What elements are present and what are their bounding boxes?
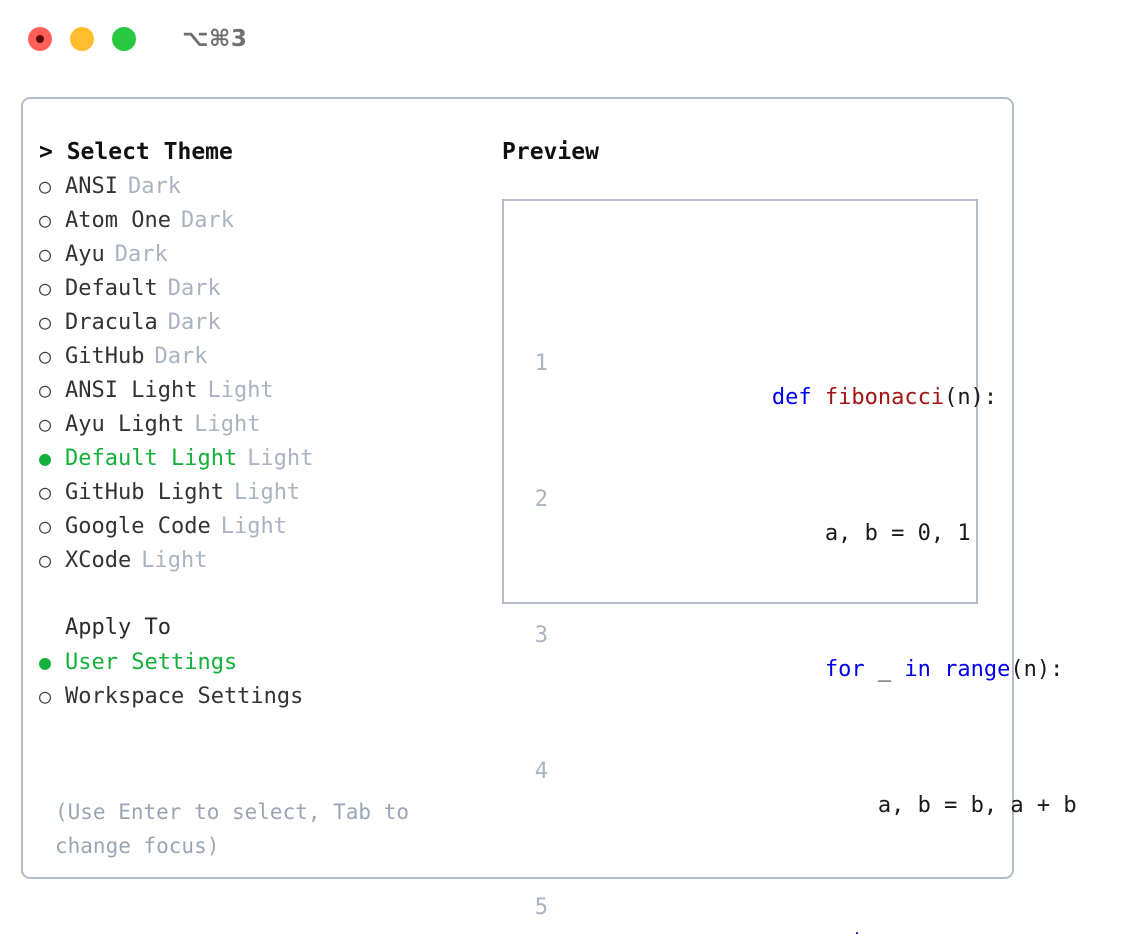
keyboard-hint-text: (Use Enter to select, Tab to change focu… bbox=[55, 800, 422, 858]
code-token: return bbox=[825, 929, 904, 934]
line-number: 1 bbox=[534, 351, 548, 376]
theme-tag: Light bbox=[247, 446, 314, 471]
theme-name: XCode bbox=[65, 548, 132, 573]
list-spacer bbox=[39, 577, 489, 611]
theme-tag: Dark bbox=[167, 276, 221, 301]
radio-icon[interactable]: ○ bbox=[39, 480, 52, 504]
apply-to-label: User Settings bbox=[65, 650, 238, 675]
code-token: in bbox=[904, 657, 931, 682]
preview-panel: Preview 1 def fibonacci(n): 2 bbox=[502, 135, 1077, 934]
code-token: for bbox=[824, 657, 865, 682]
code-row: 3 for _ in range(n): bbox=[522, 619, 1077, 682]
title-bar: ⌥⌘3 bbox=[0, 0, 1140, 78]
code-row: 1 def fibonacci(n): bbox=[522, 347, 1077, 410]
radio-icon[interactable]: ○ bbox=[39, 684, 52, 708]
close-window-icon[interactable] bbox=[28, 27, 52, 51]
code-token bbox=[931, 657, 944, 682]
theme-list[interactable]: ○ ANSI Dark ○ Atom One Dark ○ Ayu Dark bbox=[39, 169, 489, 577]
radio-icon[interactable]: ○ bbox=[39, 548, 52, 572]
traffic-lights bbox=[28, 27, 136, 51]
radio-icon[interactable]: ○ bbox=[39, 514, 52, 538]
theme-option-default[interactable]: ○ Default Dark bbox=[39, 271, 489, 305]
theme-selector: > Select Theme ○ ANSI Dark ○ Atom One Da… bbox=[39, 135, 489, 858]
theme-option-xcode[interactable]: ○ XCode Light bbox=[39, 543, 489, 577]
theme-option-github[interactable]: ○ GitHub Dark bbox=[39, 339, 489, 373]
preview-box: 1 def fibonacci(n): 2 a, b = 0, 1 bbox=[502, 199, 1077, 934]
theme-option-atom-one[interactable]: ○ Atom One Dark bbox=[39, 203, 489, 237]
theme-tag: Light bbox=[194, 412, 261, 437]
theme-name: Dracula bbox=[65, 310, 158, 335]
theme-name: Ayu bbox=[65, 242, 105, 267]
code-token: a, b = b, a + b bbox=[771, 793, 1077, 818]
main-panel: > Select Theme ○ ANSI Dark ○ Atom One Da… bbox=[21, 97, 1077, 934]
preview-header: Preview bbox=[502, 139, 599, 165]
theme-name: Default bbox=[65, 276, 158, 301]
code-token: fibonacci bbox=[824, 385, 945, 410]
code-token: _ bbox=[864, 657, 905, 682]
radio-icon[interactable]: ○ bbox=[39, 378, 52, 402]
radio-icon[interactable]: ○ bbox=[39, 310, 52, 334]
maximize-window-icon[interactable] bbox=[112, 27, 136, 51]
theme-tag: Dark bbox=[180, 208, 234, 233]
apply-to-label: Workspace Settings bbox=[65, 684, 304, 709]
theme-tag: Light bbox=[141, 548, 208, 573]
code-token: (n): bbox=[944, 385, 998, 410]
line-number: 3 bbox=[534, 623, 548, 648]
theme-option-ansi[interactable]: ○ ANSI Dark bbox=[39, 169, 489, 203]
code-token: a, b = 0, 1 bbox=[771, 521, 971, 546]
theme-name: Google Code bbox=[65, 514, 211, 539]
line-number: 4 bbox=[534, 759, 548, 784]
minimize-window-icon[interactable] bbox=[70, 27, 94, 51]
theme-tag: Light bbox=[207, 378, 274, 403]
code-row: 4 a, b = b, a + b bbox=[522, 755, 1077, 818]
radio-icon[interactable]: ○ bbox=[39, 174, 52, 198]
theme-option-ayu[interactable]: ○ Ayu Dark bbox=[39, 237, 489, 271]
radio-icon[interactable]: ○ bbox=[39, 412, 52, 436]
theme-name: GitHub Light bbox=[65, 480, 224, 505]
code-token bbox=[772, 929, 825, 934]
keyboard-shortcut-label: ⌥⌘3 bbox=[182, 26, 248, 52]
code-token: range bbox=[944, 657, 1011, 682]
line-number: 5 bbox=[534, 895, 548, 920]
theme-option-github-light[interactable]: ○ GitHub Light Light bbox=[39, 475, 489, 509]
theme-name: Atom One bbox=[65, 208, 171, 233]
select-theme-header: > Select Theme bbox=[39, 139, 233, 165]
theme-option-dracula[interactable]: ○ Dracula Dark bbox=[39, 305, 489, 339]
theme-name: Default Light bbox=[65, 446, 238, 471]
theme-name: Ayu Light bbox=[65, 412, 185, 437]
radio-icon[interactable]: ○ bbox=[39, 242, 52, 266]
apply-to-option-workspace-settings[interactable]: ○ Workspace Settings bbox=[39, 679, 489, 713]
code-token bbox=[772, 657, 825, 682]
code-row: 5 return a bbox=[522, 891, 1077, 934]
apply-to-header: Apply To bbox=[65, 615, 171, 640]
theme-name: GitHub bbox=[65, 344, 145, 369]
theme-name: ANSI bbox=[65, 174, 118, 199]
radio-selected-icon[interactable]: ● bbox=[39, 446, 52, 470]
radio-icon[interactable]: ○ bbox=[39, 208, 52, 232]
line-number: 2 bbox=[534, 487, 548, 512]
apply-to-list[interactable]: ● User Settings ○ Workspace Settings bbox=[39, 645, 489, 713]
apply-to-option-user-settings[interactable]: ● User Settings bbox=[39, 645, 489, 679]
theme-tag: Light bbox=[220, 514, 287, 539]
code-token: def bbox=[771, 385, 825, 410]
code-token: (n): bbox=[1010, 657, 1064, 682]
theme-option-ansi-light[interactable]: ○ ANSI Light Light bbox=[39, 373, 489, 407]
theme-tag: Dark bbox=[114, 242, 168, 267]
theme-tag: Dark bbox=[127, 174, 181, 199]
radio-icon[interactable]: ○ bbox=[39, 344, 52, 368]
theme-tag: Dark bbox=[154, 344, 208, 369]
theme-option-default-light[interactable]: ● Default Light Light bbox=[39, 441, 489, 475]
code-sample: 1 def fibonacci(n): 2 a, b = 0, 1 bbox=[522, 245, 1077, 934]
code-row: 2 a, b = 0, 1 bbox=[522, 483, 1077, 546]
theme-option-google-code[interactable]: ○ Google Code Light bbox=[39, 509, 489, 543]
code-token: a bbox=[904, 929, 931, 934]
theme-tag: Dark bbox=[167, 310, 221, 335]
theme-name: ANSI Light bbox=[65, 378, 198, 403]
radio-icon[interactable]: ○ bbox=[39, 276, 52, 300]
radio-selected-icon[interactable]: ● bbox=[39, 650, 52, 674]
theme-option-ayu-light[interactable]: ○ Ayu Light Light bbox=[39, 407, 489, 441]
theme-tag: Light bbox=[233, 480, 301, 505]
